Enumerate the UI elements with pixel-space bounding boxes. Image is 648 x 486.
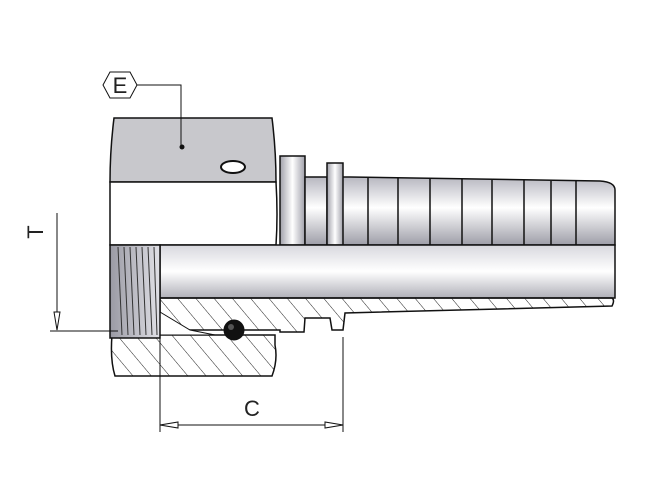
- section-view: [109, 244, 615, 377]
- label-e: E: [113, 73, 128, 98]
- hose-tail: [279, 155, 616, 246]
- flange: [326, 162, 344, 246]
- label-t: T: [23, 225, 48, 238]
- label-c: C: [244, 396, 260, 421]
- callout-e: E: [102, 71, 182, 147]
- dimension-c: C: [159, 337, 344, 432]
- hex-nut: [109, 117, 278, 246]
- lock-hole: [220, 160, 246, 174]
- bore: [159, 244, 616, 299]
- dimension-t: T: [23, 213, 118, 332]
- barb-ridges: [367, 178, 577, 245]
- collar: [279, 155, 306, 246]
- o-ring: [223, 319, 245, 341]
- internal-thread: [109, 244, 161, 339]
